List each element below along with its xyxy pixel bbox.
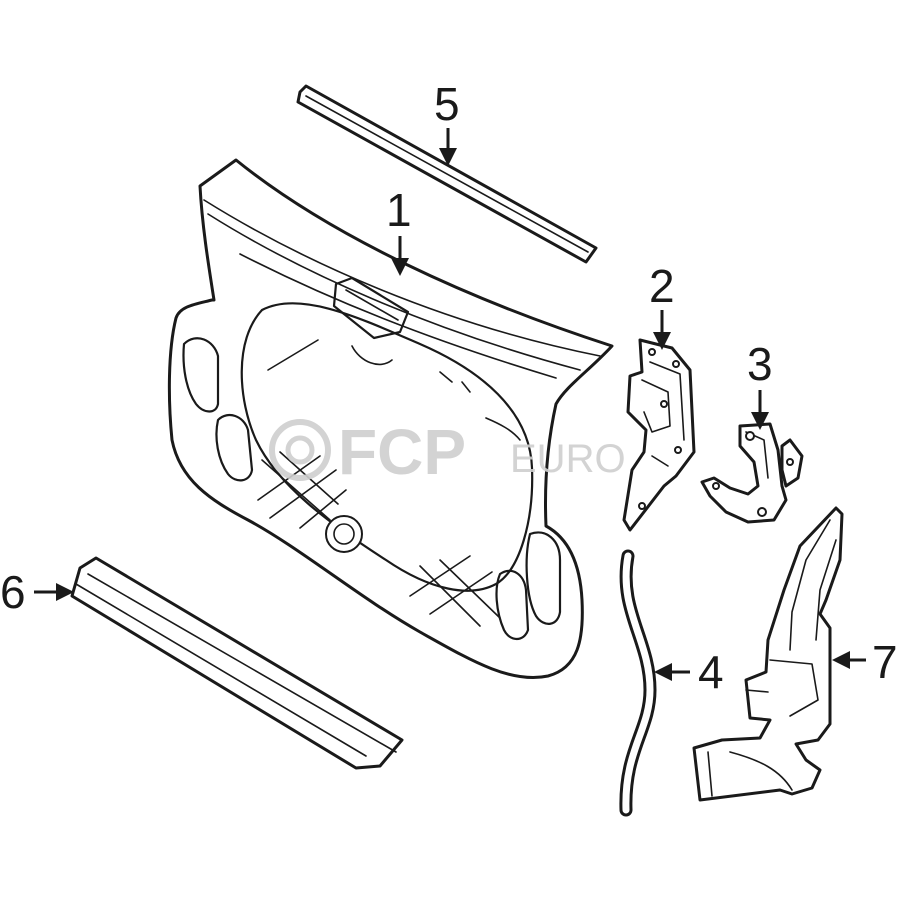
part-3-small-bracket xyxy=(700,422,804,524)
callout-2: 2 xyxy=(649,260,675,350)
callout-1-label: 1 xyxy=(386,184,412,236)
callout-6: 6 xyxy=(0,566,74,618)
callout-4-label: 4 xyxy=(698,646,724,698)
watermark-logo-icon xyxy=(269,419,331,481)
callout-2-arrow-icon xyxy=(653,332,671,350)
callout-1-arrow-icon xyxy=(391,258,409,276)
part-6-lower-strip xyxy=(70,556,404,770)
callout-4-arrow-icon xyxy=(654,663,672,681)
part-7-side-duct xyxy=(692,506,844,802)
callout-4: 4 xyxy=(654,646,724,698)
callout-5-label: 5 xyxy=(434,78,460,130)
callout-7-arrow-icon xyxy=(832,651,850,669)
callout-6-label: 6 xyxy=(0,566,26,618)
callout-5-arrow-icon xyxy=(439,148,457,166)
callout-3-label: 3 xyxy=(747,338,773,390)
watermark-logo-suffix: EURO xyxy=(510,437,626,481)
callout-7-label: 7 xyxy=(872,636,898,688)
callout-3: 3 xyxy=(747,338,773,430)
callout-1: 1 xyxy=(386,184,412,276)
callout-3-arrow-icon xyxy=(751,412,769,430)
part-4-rubber-seal xyxy=(619,549,657,817)
callout-6-arrow-icon xyxy=(56,583,74,601)
part-1-front-panel xyxy=(167,158,614,679)
part-2-bracket xyxy=(622,338,696,532)
callout-7: 7 xyxy=(832,636,898,688)
part-5-seal-strip xyxy=(296,84,598,264)
callout-2-label: 2 xyxy=(649,260,675,312)
callout-5: 5 xyxy=(434,78,460,166)
watermark: FCP EURO xyxy=(269,416,626,488)
watermark-logo-text: FCP xyxy=(338,416,466,488)
